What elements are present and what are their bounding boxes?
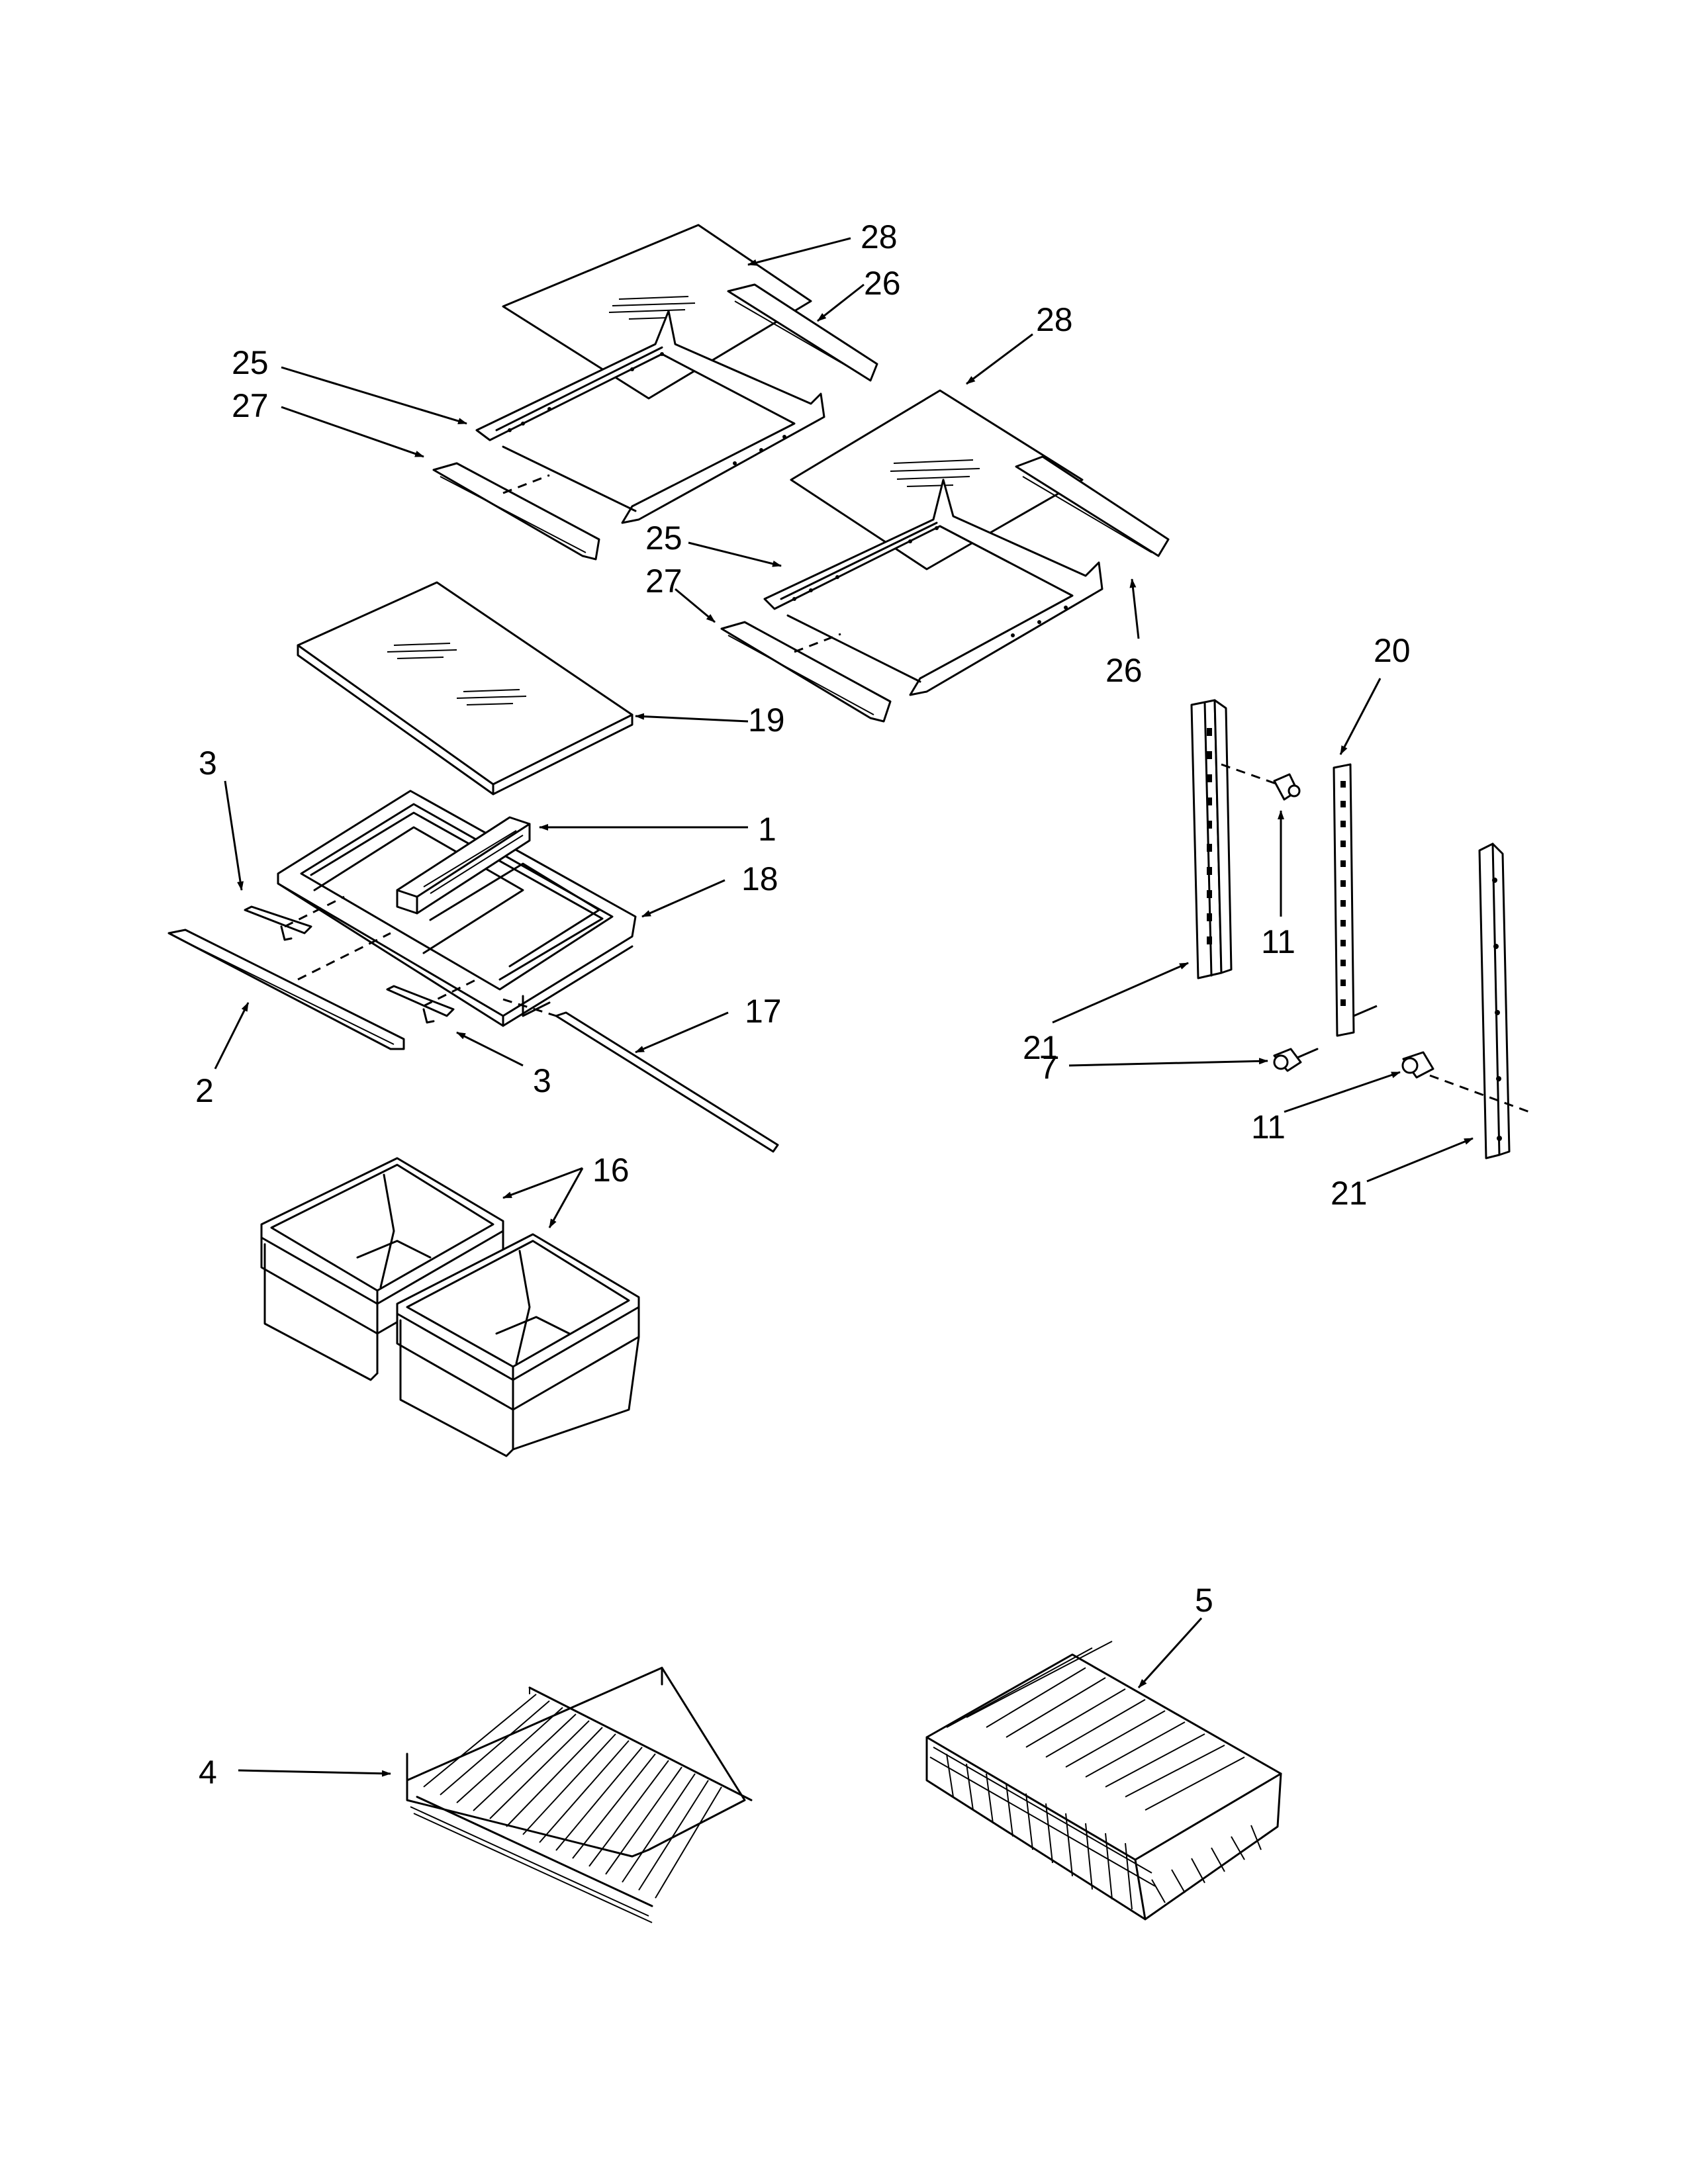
support-rail-20 <box>1333 763 1378 1037</box>
leader-lines <box>214 237 1474 1777</box>
shelf-glass-28-left <box>502 224 812 400</box>
callout-3-upper: 3 <box>199 745 217 782</box>
callout-27-left: 27 <box>232 387 269 424</box>
slide-clip-3-lower <box>386 978 477 1024</box>
shelf-frame-25-right <box>763 478 1103 696</box>
callout-2: 2 <box>195 1072 214 1109</box>
crisper-cover-frame-18 <box>277 790 637 1027</box>
support-rail-21-lower <box>1429 842 1530 1160</box>
callout-18: 18 <box>741 860 778 897</box>
callout-27-right: 27 <box>645 563 682 600</box>
callout-21-upper: 21 <box>1023 1029 1060 1066</box>
callout-20: 20 <box>1374 632 1411 669</box>
callout-16: 16 <box>592 1152 630 1189</box>
glass-shelf-19 <box>297 581 633 796</box>
callout-4: 4 <box>199 1754 217 1791</box>
screw-7 <box>1273 1048 1319 1072</box>
screw-11-lower <box>1401 1051 1434 1079</box>
callout-26-right: 26 <box>1105 652 1143 689</box>
crisper-slide-1 <box>396 816 531 915</box>
callout-28-right: 28 <box>1036 301 1073 338</box>
callout-labels: 28 26 25 27 28 25 27 26 19 3 1 18 2 3 17… <box>195 218 1411 1791</box>
rear-rail-26-left <box>727 283 878 382</box>
screw-11-upper <box>1273 773 1301 801</box>
callout-1: 1 <box>758 811 776 848</box>
callout-28-left: 28 <box>861 218 898 255</box>
support-rail-21-upper <box>1190 699 1278 979</box>
wire-shelf-4 <box>406 1666 753 1923</box>
callout-7: 7 <box>1039 1049 1058 1086</box>
callout-11-lower: 11 <box>1251 1109 1286 1146</box>
callout-5: 5 <box>1195 1582 1213 1619</box>
crisper-drawer-16-right <box>396 1233 640 1457</box>
slide-clip-3-upper <box>244 895 345 941</box>
callout-19: 19 <box>748 702 785 739</box>
callout-25-right: 25 <box>645 520 682 557</box>
wire-basket-5 <box>925 1641 1282 1921</box>
divider-bar-17 <box>502 998 779 1153</box>
callout-11-upper: 11 <box>1261 923 1295 960</box>
callout-17: 17 <box>745 993 782 1030</box>
callout-3-lower: 3 <box>533 1062 551 1099</box>
front-trim-2 <box>167 929 405 1050</box>
shelf-assembly-left <box>432 224 878 561</box>
rear-rail-26-right <box>1015 455 1170 557</box>
callout-25-left: 25 <box>232 344 269 381</box>
shelf-glass-28-right <box>790 389 1084 570</box>
front-trim-27-left <box>432 462 600 561</box>
callout-26-left: 26 <box>864 265 901 302</box>
shelf-assembly-right <box>720 389 1170 723</box>
front-trim-27-right <box>720 621 892 723</box>
callout-21-lower: 21 <box>1331 1175 1368 1212</box>
